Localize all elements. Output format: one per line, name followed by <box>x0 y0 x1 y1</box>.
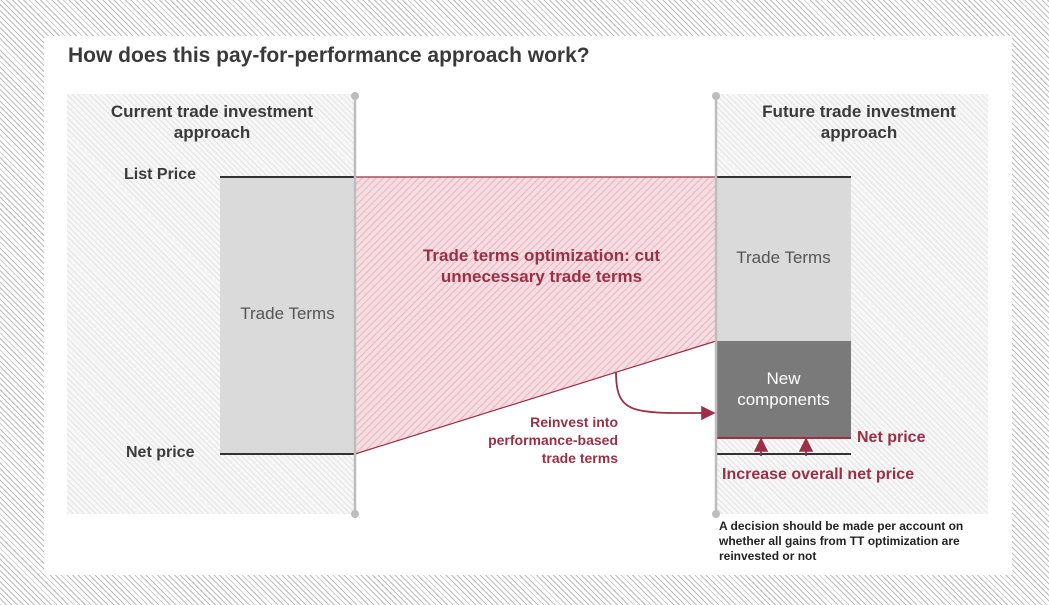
new-net-price-label: Net price <box>857 429 926 446</box>
infographic-card: How does this pay-for-performance approa… <box>44 36 1012 575</box>
page-title: How does this pay-for-performance approa… <box>68 44 590 67</box>
net-price-label: Net price <box>126 444 195 461</box>
left-divider-bottom-dot <box>351 510 359 518</box>
reinvest-arrow <box>615 371 716 421</box>
reinvest-text: Reinvest into performance-based trade te… <box>488 414 618 466</box>
current-heading: Current trade investment approach <box>110 102 314 142</box>
new-components-block <box>716 341 851 438</box>
list-price-label: List Price <box>124 166 197 183</box>
future-heading: Future trade investment approach <box>762 102 956 142</box>
left-divider-top-dot <box>351 92 359 100</box>
new-components-label: New components <box>737 369 830 409</box>
future-trade-terms-block <box>716 177 851 341</box>
current-trade-terms-label: Trade Terms <box>240 304 335 323</box>
right-divider-bottom-dot <box>712 510 720 518</box>
right-divider-top-dot <box>712 92 720 100</box>
diagram-graphics <box>220 92 851 518</box>
optimization-text: Trade terms optimization: cut unnecessar… <box>422 246 661 286</box>
current-trade-terms-block <box>220 177 355 454</box>
decision-note: A decision should be made per account on… <box>719 519 964 563</box>
increase-net-price-text: Increase overall net price <box>722 466 915 483</box>
future-trade-terms-label: Trade Terms <box>736 248 831 267</box>
